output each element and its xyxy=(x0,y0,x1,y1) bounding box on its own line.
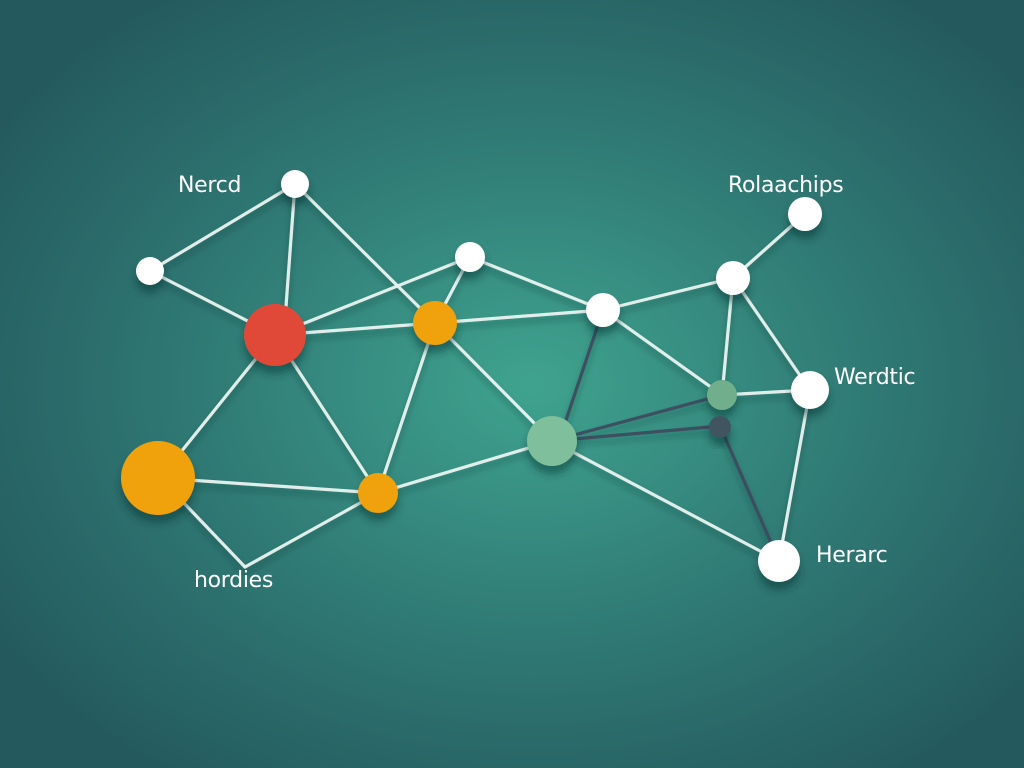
edge xyxy=(718,424,781,563)
edge xyxy=(243,491,380,569)
node-red-hub[interactable] xyxy=(244,304,306,366)
edge xyxy=(148,182,297,273)
edge xyxy=(273,255,472,337)
node-orange-big[interactable] xyxy=(121,441,195,515)
edge xyxy=(468,255,605,312)
edge xyxy=(293,182,437,325)
node-white-right-bottom[interactable] xyxy=(758,540,800,582)
node-slate-small[interactable] xyxy=(709,416,731,438)
edge xyxy=(283,182,297,322)
label-top-right: Rolaachips xyxy=(728,173,843,198)
edge xyxy=(601,308,724,397)
edge xyxy=(720,276,735,397)
label-bottom-left: hordies xyxy=(194,568,273,593)
edge xyxy=(601,276,735,312)
edge xyxy=(158,476,380,495)
node-white-left[interactable] xyxy=(136,257,164,285)
nodes xyxy=(121,170,829,582)
label-bottom-right: Herarc xyxy=(816,543,887,568)
node-white-far-right-top[interactable] xyxy=(788,197,822,231)
edge xyxy=(273,333,380,495)
edge xyxy=(376,439,554,495)
edge xyxy=(550,393,724,443)
edge xyxy=(550,439,781,563)
node-white-right-mid[interactable] xyxy=(791,371,829,409)
label-mid-right: Werdtic xyxy=(834,365,915,390)
edge xyxy=(731,276,812,392)
edge xyxy=(558,308,605,440)
edge xyxy=(376,321,437,495)
node-white-center[interactable] xyxy=(586,293,620,327)
node-orange-mid[interactable] xyxy=(413,301,457,345)
node-green-hub[interactable] xyxy=(527,416,577,466)
edge xyxy=(433,308,605,325)
labels: Nercd Rolaachips Werdtic Herarc hordies xyxy=(178,173,916,593)
node-white-right-top[interactable] xyxy=(716,261,750,295)
edge xyxy=(433,321,554,443)
node-orange-low[interactable] xyxy=(358,473,398,513)
label-top-left: Nercd xyxy=(178,173,241,198)
node-white-center-top[interactable] xyxy=(455,242,485,272)
edge xyxy=(550,424,722,443)
node-green-small[interactable] xyxy=(707,380,737,410)
node-white-top[interactable] xyxy=(281,170,309,198)
edge xyxy=(777,388,812,563)
